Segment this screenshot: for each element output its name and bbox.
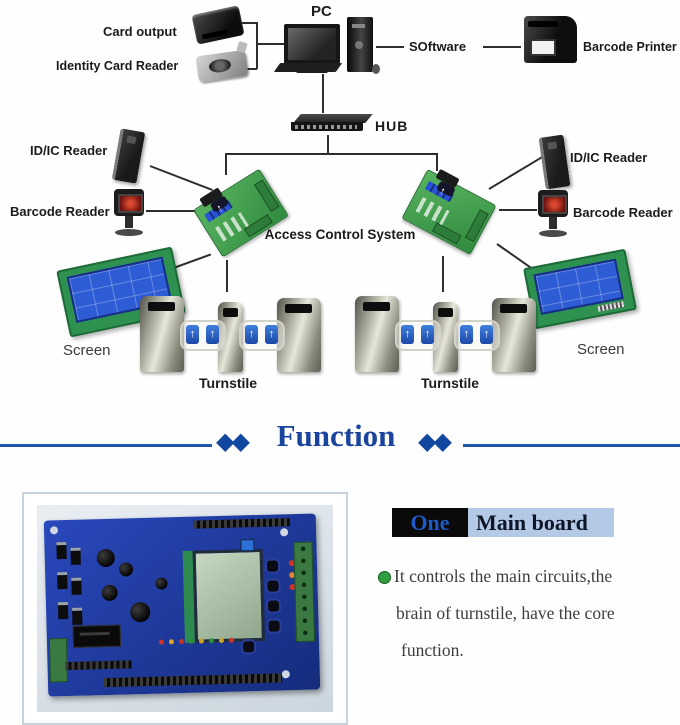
connector-line	[225, 153, 227, 175]
connector-line	[322, 74, 324, 113]
diamond-icons-left: ◆◆	[216, 428, 250, 455]
controller-board-right-icon	[401, 168, 497, 256]
feature-text-line: It controls the main circuits,the	[394, 566, 613, 586]
connector-line	[225, 153, 438, 155]
connector-line	[146, 210, 198, 212]
function-section-title: Function	[276, 418, 396, 453]
barcode-printer-icon	[524, 16, 577, 63]
card-output-label: Card output	[103, 24, 177, 39]
connector-line	[436, 153, 438, 171]
hub-label: HUB	[375, 118, 409, 134]
controller-board-left-icon	[193, 168, 289, 258]
mainboard-photo-background	[37, 505, 333, 712]
turnstile-left-icon	[140, 290, 322, 374]
feature-text-line: function.	[401, 640, 464, 660]
turnstile-left-label: Turnstile	[199, 375, 258, 391]
connector-line	[226, 260, 228, 292]
connector-line	[256, 22, 258, 69]
id-ic-reader-right-label: ID/IC Reader	[570, 150, 648, 165]
connector-line	[499, 209, 537, 211]
screen-right-icon	[523, 248, 637, 330]
card-dispenser-icon	[191, 5, 245, 45]
hub-icon	[291, 114, 373, 133]
diamond-icons-right: ◆◆	[418, 428, 452, 455]
screen-left-label: Screen	[63, 342, 111, 359]
connector-line	[242, 22, 257, 24]
id-ic-reader-left-label: ID/IC Reader	[30, 143, 108, 158]
turnstile-right-icon	[355, 290, 537, 374]
connector-line	[442, 256, 444, 292]
feature-badge-title: Main board	[468, 508, 614, 537]
barcode-scanner-left-icon	[112, 189, 146, 237]
id-ic-reader-left-icon	[111, 128, 146, 184]
connector-line	[488, 156, 543, 190]
connector-line	[327, 135, 329, 154]
divider-line-left	[0, 444, 212, 447]
identity-card-reader-label: Identity Card Reader	[56, 59, 179, 73]
connector-line	[483, 46, 521, 48]
feature-text-line: brain of turnstile, have the core	[396, 603, 615, 623]
feature-badge-number: One	[392, 508, 468, 537]
barcode-reader-right-label: Barcode Reader	[573, 205, 673, 220]
connector-line	[256, 43, 285, 45]
access-control-system-label: Access Control System	[264, 227, 416, 242]
bullet-icon	[378, 571, 391, 584]
barcode-scanner-right-icon	[536, 190, 570, 238]
divider-line-right	[463, 444, 680, 447]
id-ic-reader-right-icon	[538, 134, 571, 190]
pc-label: PC	[311, 3, 332, 20]
mainboard-photo	[22, 492, 348, 725]
barcode-printer-label: Barcode Printer	[583, 40, 677, 54]
barcode-reader-left-label: Barcode Reader	[10, 204, 110, 219]
screen-right-label: Screen	[577, 341, 625, 358]
turnstile-right-label: Turnstile	[421, 375, 480, 391]
identity-card-reader-icon	[195, 49, 249, 83]
software-label: SOftware	[409, 39, 467, 54]
mainboard-pcb-icon	[43, 513, 321, 697]
connector-line	[149, 165, 213, 191]
connector-line	[376, 46, 404, 48]
